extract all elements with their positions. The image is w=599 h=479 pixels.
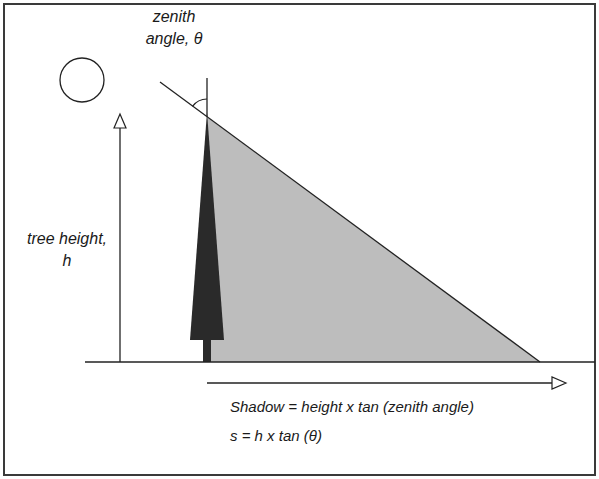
angle-label: zenith angle, θ: [134, 6, 214, 49]
angle-arc: [193, 99, 208, 106]
formula-label: s = h x tan (θ): [230, 426, 570, 446]
sun-symbol: [60, 58, 104, 102]
formula-label: Shadow = height x tan (zenith angle): [230, 397, 570, 417]
ground-line: [85, 361, 595, 362]
label-text: s = h x tan (θ): [230, 427, 322, 444]
label-text: zenith angle, θ: [146, 8, 203, 47]
height-arrow: [119, 122, 120, 362]
frame: [4, 4, 595, 475]
label-text: Shadow = height x tan (zenith angle): [230, 398, 474, 415]
height-label: tree height, h: [22, 228, 112, 271]
shadow-arrow: [207, 382, 557, 383]
tree-trunk: [203, 338, 211, 362]
shadow-arrowhead: [552, 377, 566, 389]
tree-crown: [190, 112, 224, 340]
sun-ray-line: [160, 82, 540, 362]
vertical-reference-line: [206, 78, 207, 117]
label-text: tree height, h: [27, 230, 107, 269]
height-arrowhead: [114, 114, 126, 128]
